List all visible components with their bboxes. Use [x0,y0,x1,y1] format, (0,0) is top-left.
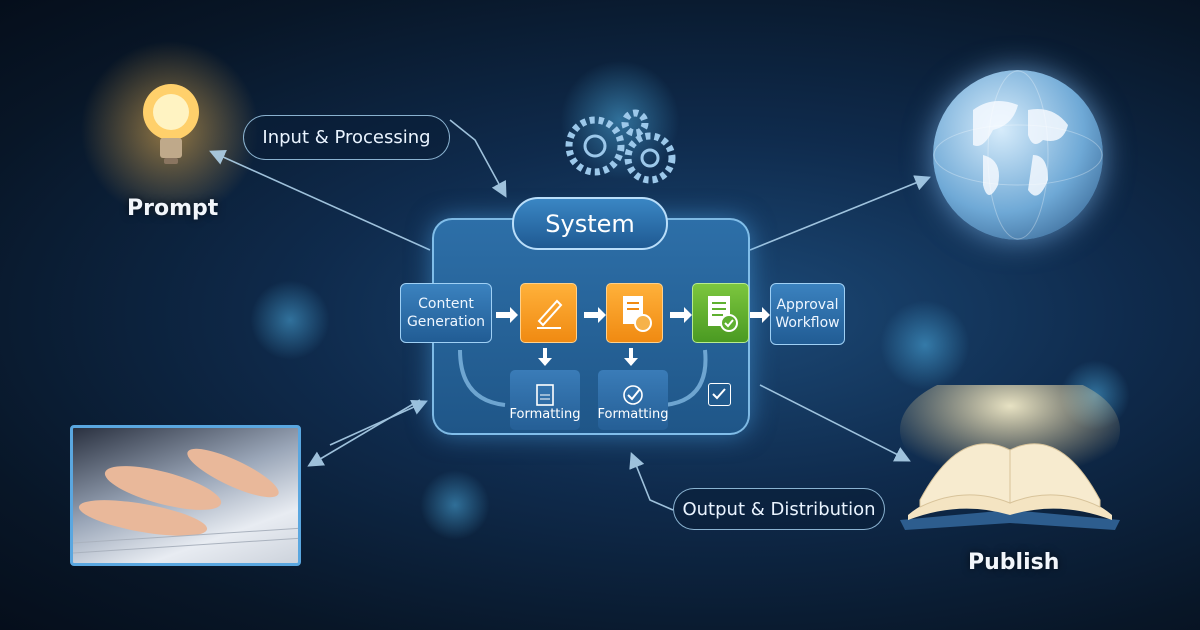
approved-document-icon [692,283,749,343]
lightbulb-icon [138,78,204,182]
prompt-label: Prompt [127,196,219,221]
checkbox-icon [708,383,731,406]
document-icon [536,384,554,406]
publish-label: Publish [968,550,1060,575]
check-circle-icon [623,385,643,405]
gears-icon [540,108,685,202]
loop-arcs [458,349,708,407]
formatting-step-2: Formatting [597,370,669,430]
formatting-step-1: Formatting [509,370,581,430]
globe-icon [933,70,1103,240]
keyboard-photo [70,425,301,566]
flow-arrows [496,307,770,366]
output-distribution-label: Output & Distribution [673,488,885,530]
system-title: System [512,197,668,250]
book-icon [890,370,1130,539]
approval-workflow-step: Approval Workflow [770,283,845,345]
input-processing-label: Input & Processing [243,115,450,160]
document-icon [606,283,663,343]
formatting-label: Formatting [597,407,669,422]
content-generation-step: Content Generation [400,283,492,343]
pen-icon [520,283,577,343]
formatting-label: Formatting [509,407,581,422]
